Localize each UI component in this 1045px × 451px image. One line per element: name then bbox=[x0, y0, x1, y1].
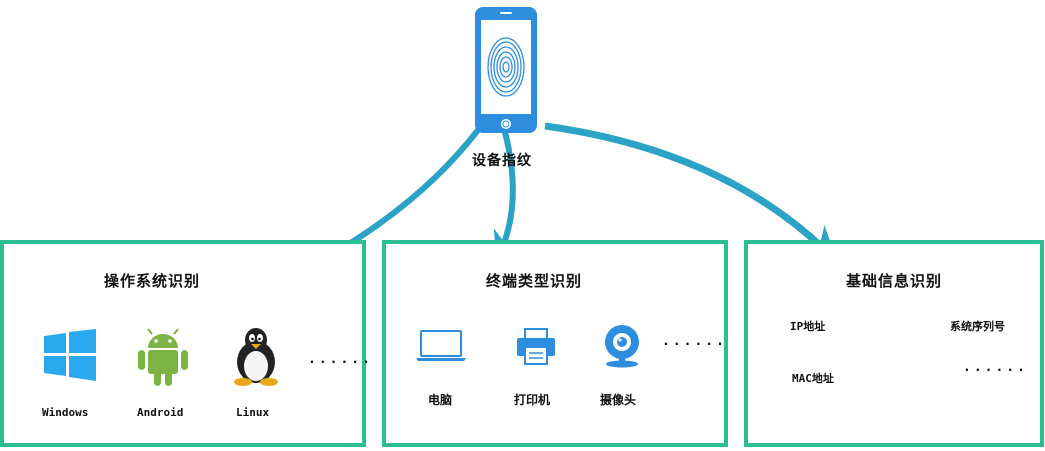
os-item-label: Android bbox=[137, 406, 184, 419]
android-icon bbox=[136, 326, 190, 388]
printer-icon bbox=[516, 328, 556, 366]
terminal-item-label: 摄像头 bbox=[600, 393, 637, 407]
box-basic-info-identification: 基础信息识别 IP地址 系统序列号 MAC地址 ...... bbox=[744, 240, 1044, 447]
more-ellipsis: ...... bbox=[662, 334, 727, 349]
more-ellipsis: ...... bbox=[308, 352, 373, 367]
center-label: 设备指纹 bbox=[472, 153, 532, 169]
terminal-item-label: 打印机 bbox=[514, 393, 551, 407]
arrow-to-info bbox=[544, 122, 838, 263]
phone-fingerprint-icon bbox=[474, 6, 538, 134]
linux-tux-icon bbox=[230, 326, 282, 386]
info-item-ip-address: IP地址 bbox=[790, 320, 826, 333]
info-item-system-serial: 系统序列号 bbox=[950, 320, 1005, 333]
arrow-to-terminal bbox=[493, 131, 522, 262]
os-item-label: Windows bbox=[42, 406, 89, 419]
webcam-icon bbox=[601, 324, 643, 368]
box-title: 基础信息识别 bbox=[846, 272, 943, 290]
os-item-label: Linux bbox=[236, 406, 270, 419]
info-item-mac-address: MAC地址 bbox=[792, 372, 834, 385]
windows-icon bbox=[44, 329, 96, 381]
box-terminal-identification: 终端类型识别 电脑 打印机 摄像头 ...... bbox=[382, 240, 728, 447]
more-ellipsis: ...... bbox=[963, 360, 1028, 375]
laptop-icon bbox=[416, 330, 466, 362]
box-title: 终端类型识别 bbox=[486, 272, 583, 290]
terminal-item-label: 电脑 bbox=[428, 393, 453, 407]
box-os-identification: 操作系统识别 Windows Android bbox=[0, 240, 370, 447]
box-title: 操作系统识别 bbox=[104, 272, 201, 290]
